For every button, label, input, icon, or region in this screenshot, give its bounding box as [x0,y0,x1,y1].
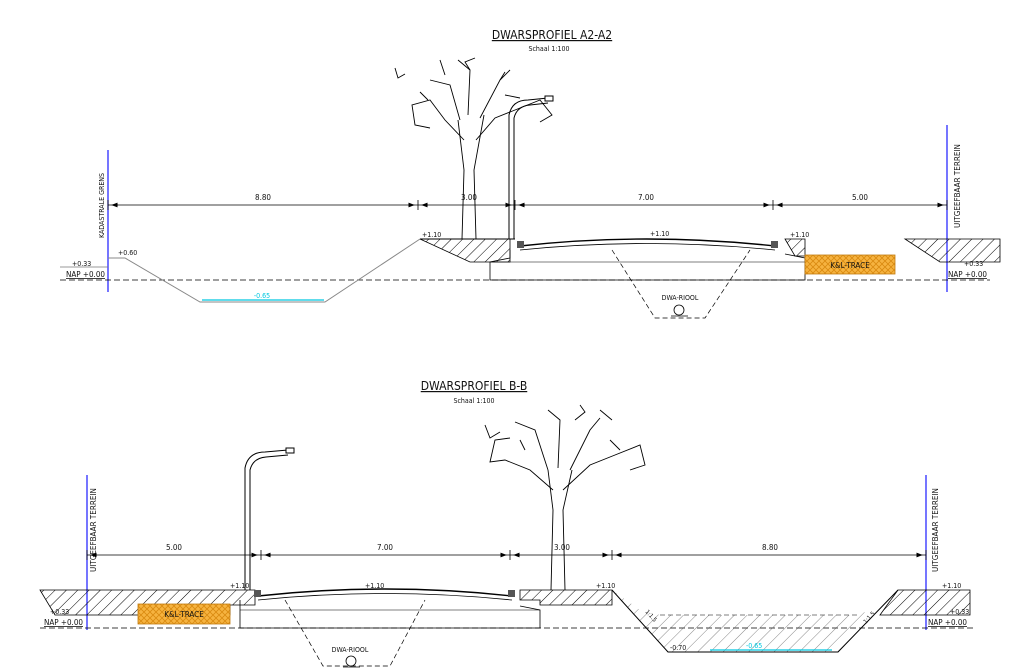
profile-b-level-ditch-bottom: -0.70 [670,644,686,652]
profile-a-road-surface [519,238,776,247]
profile-a-level-verge-left: +1.10 [422,231,441,239]
profile-a-cable-trace [804,254,896,275]
profile-a-dim-1: 8.80 [255,193,271,202]
profile-b-level-left-edge: +0.33 [50,608,69,616]
profile-b-level-right-edge-top: +1.10 [942,582,961,590]
profile-b-scale: Schaal 1:100 [453,397,494,405]
profile-a-nap-right: NAP +0.00 [948,270,987,279]
profile-a-nap-left: NAP +0.00 [66,270,105,279]
profile-a-right-verge [784,238,806,257]
profile-b-dim-3: 3.00 [554,543,570,552]
profile-b-kerb-left [254,590,261,597]
profile-b-tree [484,404,646,591]
profile-b-right-verge [519,589,613,606]
profile-a-scale: Schaal 1:100 [528,45,569,53]
profile-b-cable-label: K&L-TRACE [164,610,204,619]
profile-b-title: DWARSPROFIEL B-B [421,379,528,393]
profile-a-dim-2: 3.00 [461,193,477,202]
profile-b-level-right-edge: +0.33 [950,608,969,616]
profile-b-dim-4: 8.80 [762,543,778,552]
profile-a-sewer-pipe [673,304,685,316]
profile-a-level-ditch-top: +0.60 [118,249,137,257]
profile-b-ditch [611,589,899,653]
profile-b-level-verge-right: +1.10 [596,582,615,590]
profile-b-level-ditch-water: -0.65 [746,642,762,650]
profile-b-kerb-right [508,590,515,597]
profile-a-right-terrain [903,238,1001,263]
profile-a-sewer-label: DWA-RIOOL [662,294,699,302]
profile-b-ditch-fill [612,590,898,652]
profile-b-right-border-label: UITGEEFBAAR TERREIN [931,488,940,572]
profile-a-kerb-right [771,241,778,248]
profile-a-left-border-label: KADASTRALE GRENS [98,173,106,238]
profile-b-left-border-label: UITGEEFBAAR TERREIN [89,488,98,572]
profile-b-nap-right: NAP +0.00 [928,618,967,627]
profile-b-sewer-trench [284,599,426,667]
profile-a-level-ditch-bottom: -0.65 [254,292,270,300]
profile-a-right-border-label: UITGEEFBAAR TERREIN [953,144,962,228]
profile-a-level-right-edge: +0.33 [964,260,983,268]
profile-b-road-foundation [239,600,541,629]
profile-a-level-left-edge: +0.33 [72,260,91,268]
profile-a-dimension-ticks [107,200,948,210]
profile-b-dimension-ticks [86,550,927,560]
profile-a-left-verge [419,238,511,263]
profile-a-dim-3: 7.00 [638,193,654,202]
profile-b-sewer-pipe [345,655,357,667]
profile-b-road-surface [257,588,513,597]
profile-a: DWARSPROFIEL A2-A2 Schaal 1:100 KADASTRA… [60,28,1001,319]
profile-a-lamp-post [508,95,554,239]
profile-b-dim-1: 5.00 [166,543,182,552]
profile-b-lamp-post [244,447,295,590]
profile-b-cable-trace [137,603,231,625]
profile-a-road-foundation [489,250,806,281]
profile-a-kerb-left [517,241,524,248]
profile-a-tree [394,57,553,240]
profile-a-ditch [108,238,421,303]
profile-a-dim-4: 5.00 [852,193,868,202]
profile-b-nap-left: NAP +0.00 [44,618,83,627]
profile-b-level-verge-left: +1.10 [230,582,249,590]
profile-b-dim-2: 7.00 [377,543,393,552]
profile-a-sewer-trench [611,249,751,319]
profile-a-cable-label: K&L-TRACE [830,261,870,270]
profile-b-right-terrain [879,589,971,616]
profile-a-level-road-center: +1.10 [650,230,669,238]
profile-b-sewer-label: DWA-RIOOL [332,646,369,654]
profile-a-level-verge-right: +1.10 [790,231,809,239]
profile-a-title: DWARSPROFIEL A2-A2 [492,28,612,42]
profile-b: DWARSPROFIEL B-B Schaal 1:100 UITGEEFBAA… [39,379,975,668]
profile-b-level-road-center: +1.10 [365,582,384,590]
